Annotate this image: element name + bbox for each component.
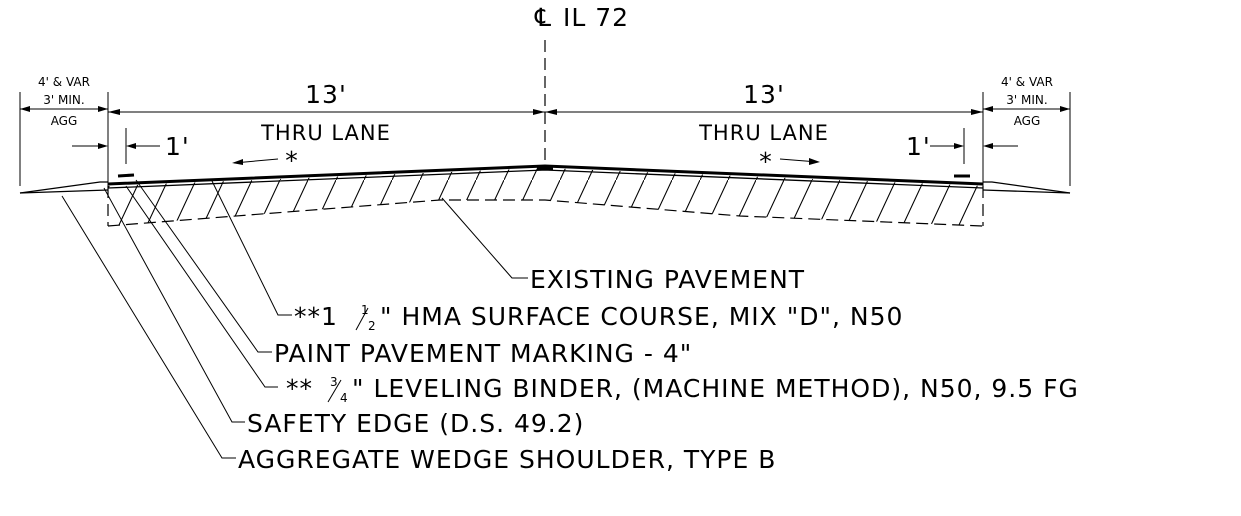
right-lane-arrow-right [971, 109, 983, 115]
left-shoulder-arrow-right [98, 106, 108, 112]
existing-pavement-bottom [107, 199, 984, 227]
callout-hma-frac-num: 1 [361, 303, 369, 317]
leader-existing-pavement [441, 197, 528, 279]
callout-hma-surface-course: **1 1 2 " HMA SURFACE COURSE, MIX "D", N… [294, 302, 903, 333]
leader-safety-edge [103, 187, 245, 423]
callout-safety-edge: SAFETY EDGE (D.S. 49.2) [247, 409, 584, 438]
right-offset-arrow-inner [954, 143, 964, 149]
callout-hma-prefix: **1 [294, 302, 338, 331]
right-shoulder-min: 3' MIN. [1006, 93, 1047, 107]
left-shoulder-width: 4' & VAR [38, 75, 90, 89]
leader-aggregate-wedge [61, 195, 236, 459]
callout-hma-frac-den: 2 [368, 319, 376, 333]
right-offset-label: 1' [906, 132, 931, 161]
left-lane-width: 13' [305, 80, 347, 109]
right-lane-width: 13' [743, 80, 785, 109]
centerline-route: IL 72 [563, 3, 629, 32]
callout-hma-frac-bar [355, 307, 369, 331]
right-aggregate-wedge-top [983, 181, 1071, 194]
right-offset-arrow-outer [983, 143, 993, 149]
left-offset-arrow-inner [126, 143, 136, 149]
leader-hma-surface-course [211, 180, 292, 316]
leader-paint-pavement-marking [135, 179, 272, 353]
left-lane-arrow-right [533, 109, 545, 115]
callout-aggregate-wedge-shoulder: AGGREGATE WEDGE SHOULDER, TYPE B [238, 445, 776, 474]
callout-hma-text: " HMA SURFACE COURSE, MIX "D", N50 [380, 302, 903, 331]
callout-leveling-binder: ** 3 4 " LEVELING BINDER, (MACHINE METHO… [286, 374, 1079, 405]
right-shoulder-arrow-left [983, 106, 993, 112]
right-lane-arrow-left [545, 109, 557, 115]
left-slope-arrow-head [232, 159, 243, 165]
left-slope-note-mark: * [285, 146, 299, 175]
right-slope-arrow-head [809, 158, 820, 165]
right-shoulder-width: 4' & VAR [1001, 75, 1053, 89]
callout-paint-pavement-marking: PAINT PAVEMENT MARKING - 4" [274, 339, 692, 368]
right-shoulder-arrow-right [1060, 106, 1070, 112]
left-shoulder-arrow-left [20, 106, 30, 112]
leader-leveling-binder [125, 185, 278, 388]
hma-surface-course-line [107, 164, 984, 186]
left-pavement-marking [117, 173, 135, 178]
left-aggregate-wedge-top [19, 181, 108, 194]
left-offset-arrow-outer [98, 143, 108, 149]
callout-leveling-frac-num: 3 [330, 375, 338, 389]
left-lane-arrow-left [108, 109, 120, 115]
callout-leveling-frac-den: 4 [340, 391, 348, 405]
left-aggregate-wedge-bottom [19, 189, 109, 194]
right-aggregate-wedge-bottom [982, 189, 1071, 194]
left-shoulder-min: 3' MIN. [43, 93, 84, 107]
callout-leveling-text: " LEVELING BINDER, (MACHINE METHOD), N50… [352, 374, 1079, 403]
right-slope-note-mark: * [759, 147, 773, 176]
centerline-symbol: ℄ [534, 3, 552, 32]
right-shoulder-material: AGG [1014, 114, 1041, 128]
left-offset-label: 1' [165, 132, 190, 161]
left-lane-label: THRU LANE [260, 121, 391, 145]
left-shoulder-material: AGG [51, 114, 78, 128]
callout-leveling-frac-bar [327, 379, 342, 403]
callout-existing-pavement: EXISTING PAVEMENT [530, 265, 805, 294]
right-lane-label: THRU LANE [698, 121, 829, 145]
callout-leveling-prefix: ** [286, 374, 313, 403]
